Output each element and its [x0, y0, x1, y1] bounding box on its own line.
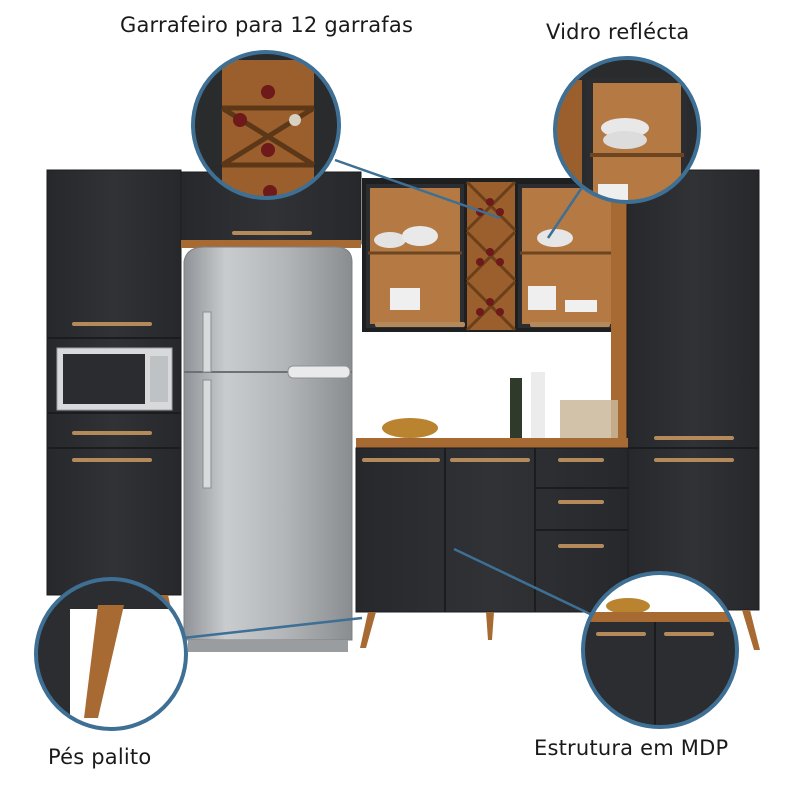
right-tall-cabinet	[611, 169, 760, 650]
callout-leader-lines	[182, 158, 591, 640]
callout-wine-rack-zoom	[191, 50, 341, 200]
fridge-icon	[183, 246, 353, 652]
upper-glass-cabinets	[362, 178, 624, 332]
callout-label-structure: Estrutura em MDP	[534, 736, 729, 760]
callout-label-wine-rack: Garrafeiro para 12 garrafas	[120, 13, 414, 37]
callout-glass-zoom	[553, 56, 701, 204]
callout-label-glass: Vidro reflécta	[546, 20, 690, 44]
callout-label-feet: Pés palito	[48, 745, 152, 769]
microwave-icon	[56, 347, 173, 411]
left-tall-cabinet	[46, 169, 182, 640]
bowl-stack-icon	[374, 226, 438, 310]
callout-feet-zoom	[34, 577, 188, 731]
callout-structure-zoom	[581, 571, 739, 729]
counter-base-cabinet	[355, 372, 629, 648]
